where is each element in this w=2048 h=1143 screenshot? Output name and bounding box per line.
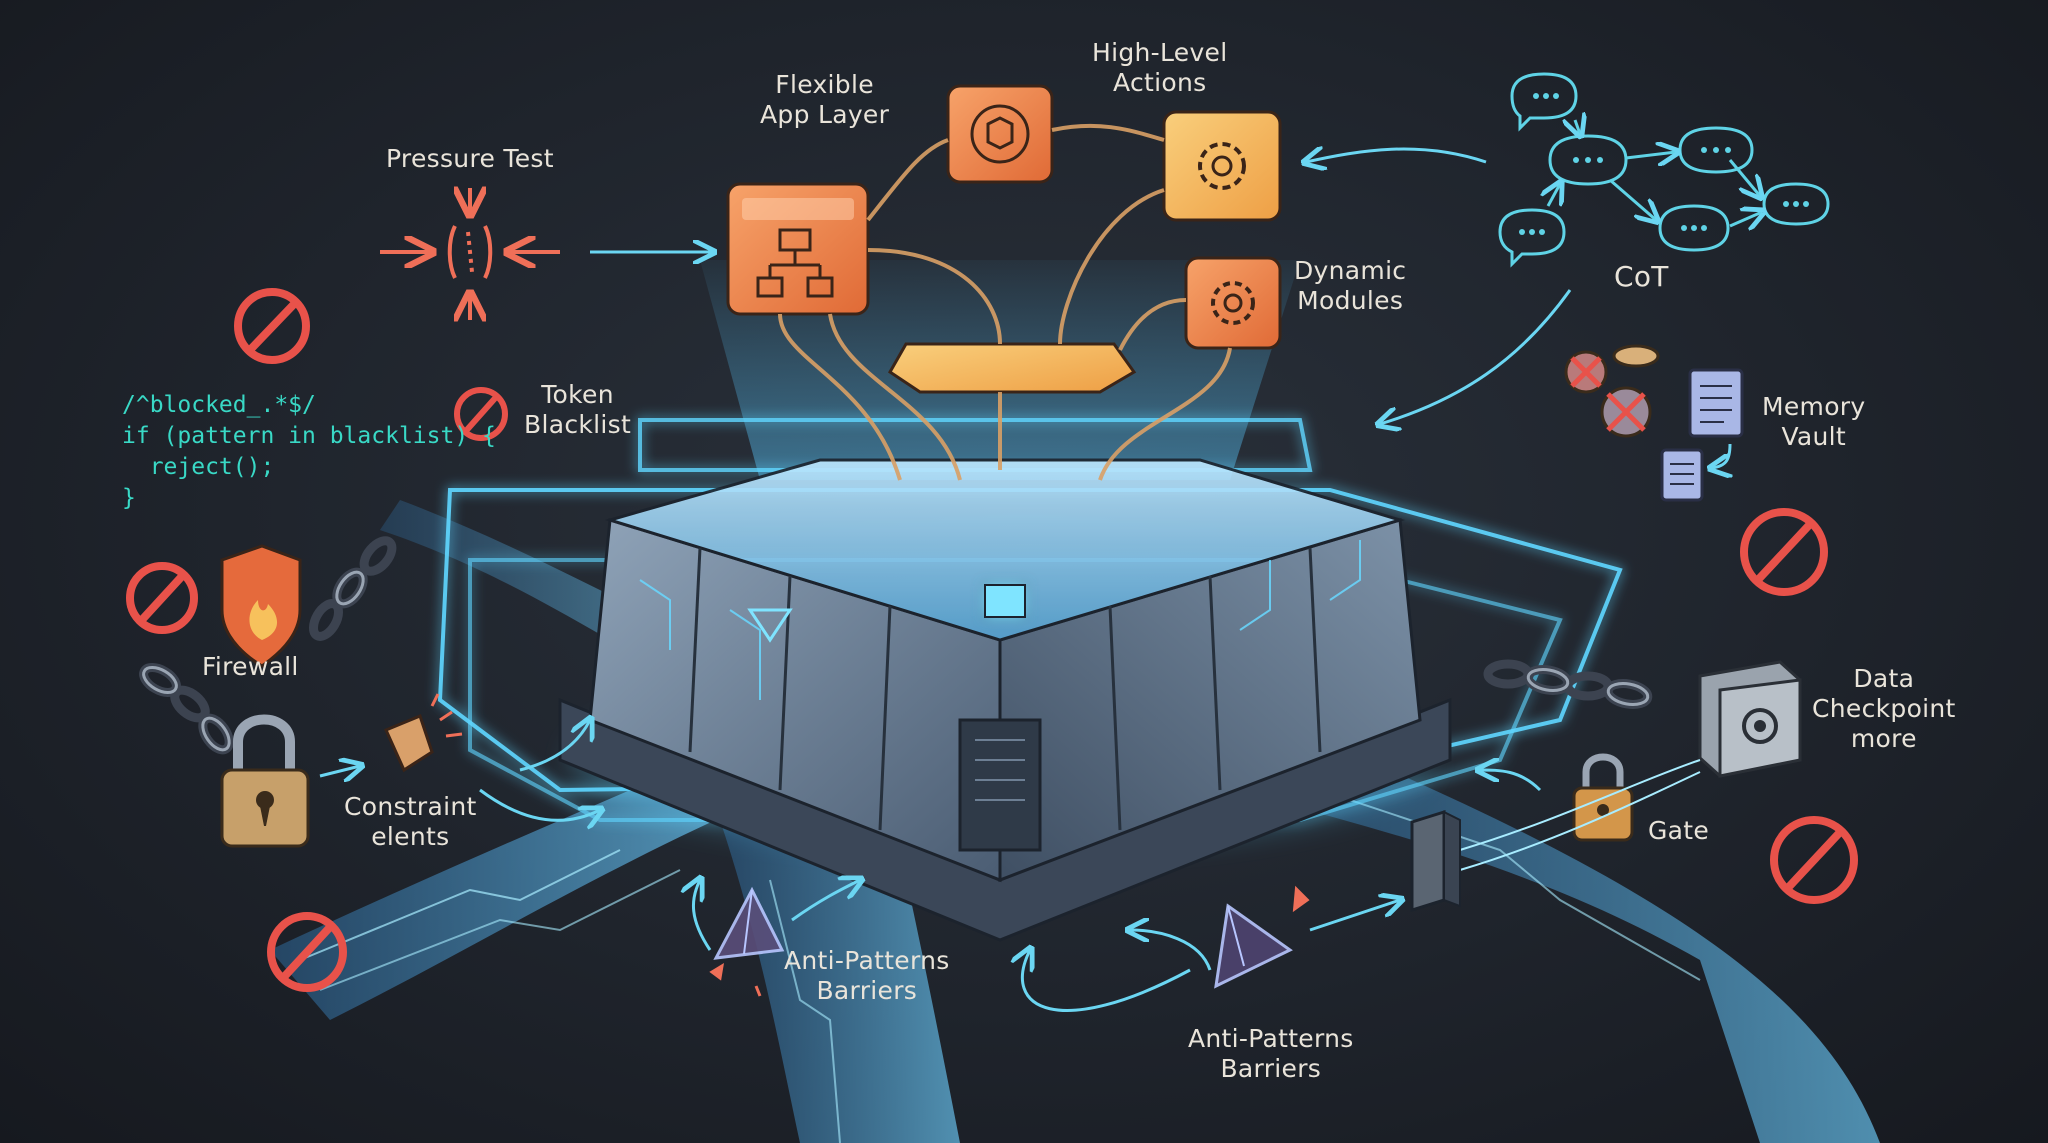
label-line: Constraint — [344, 792, 477, 821]
crystal-shard-icon — [1214, 885, 1310, 989]
padlock-icon — [220, 714, 310, 848]
label-line: High-Level — [1092, 38, 1228, 67]
prohibition-icon — [454, 387, 508, 441]
code-line: if (pattern in blacklist) { — [122, 423, 496, 449]
label-dynamic-modules: Dynamic Modules — [1294, 256, 1406, 316]
cot-graph — [1498, 72, 1830, 268]
prohibition-icon — [234, 288, 310, 364]
code-snippet: /^blocked_.*$/if (pattern in blacklist) … — [122, 390, 496, 514]
vault-core — [558, 458, 1452, 942]
prohibition-icons — [126, 288, 1858, 992]
label-line: Modules — [1297, 286, 1404, 315]
prohibition-icon — [267, 912, 347, 992]
document-icon — [1660, 448, 1704, 502]
label-anti-patterns-left: Anti-Patterns Barriers — [784, 946, 950, 1006]
label-line: Dynamic — [1294, 256, 1407, 285]
compression-arrows-icon — [380, 188, 560, 320]
label-gate: Gate — [1648, 816, 1710, 845]
module-flexible-box — [946, 84, 1054, 184]
label-flexible-app-layer: Flexible App Layer — [760, 70, 889, 130]
label-line: Barriers — [816, 976, 918, 1005]
data-stream-left — [270, 760, 760, 1020]
label-line: Barriers — [1220, 1054, 1322, 1083]
label-firewall: Firewall — [202, 652, 299, 681]
prohibition-icon — [1770, 816, 1858, 904]
label-line: elents — [371, 822, 450, 851]
padlock-icon — [1572, 753, 1634, 842]
label-line: App Layer — [760, 100, 890, 129]
module-dynamic-box — [1184, 256, 1282, 350]
label-line: more — [1850, 724, 1917, 753]
hub-box — [888, 342, 1137, 394]
document-icon — [1688, 368, 1744, 438]
label-line: Token — [541, 380, 614, 409]
label-line: Checkpoint — [1812, 694, 1956, 723]
prohibition-icon — [126, 562, 198, 634]
label-line: Data — [1853, 664, 1915, 693]
prohibition-icon — [1740, 508, 1828, 596]
label-line: Vault — [1781, 422, 1847, 451]
safe-icon — [1698, 660, 1802, 778]
label-memory-vault: Memory Vault — [1762, 392, 1865, 452]
flow-arrows — [319, 149, 1572, 1012]
shield-flame-icon — [220, 544, 302, 668]
code-line: } — [122, 485, 136, 511]
label-token-blacklist: Token Blacklist — [524, 380, 631, 440]
module-app-layer-box — [726, 182, 870, 316]
module-cables — [778, 123, 1232, 481]
gate-frame — [1410, 809, 1461, 913]
label-line: Actions — [1113, 68, 1207, 97]
label-line: Flexible — [775, 70, 874, 99]
token-coin-icons — [1564, 344, 1660, 438]
label-high-level-actions: High-Level Actions — [1092, 38, 1227, 98]
data-stream-bottom — [720, 820, 960, 1143]
label-line: Blacklist — [524, 410, 632, 439]
code-line: /^blocked_.*$/ — [122, 392, 316, 418]
code-line: reject(); — [122, 454, 275, 480]
label-data-checkpoint: Data Checkpoint more — [1812, 664, 1956, 754]
label-line: Anti-Patterns — [1188, 1024, 1354, 1053]
label-constraint-elements: Constraint elents — [344, 792, 477, 852]
label-pressure-test: Pressure Test — [386, 144, 554, 173]
module-high-level-box — [1162, 110, 1282, 222]
label-anti-patterns-right: Anti-Patterns Barriers — [1188, 1024, 1354, 1084]
crystal-shard-icon — [709, 886, 785, 997]
label-cot: CoT — [1614, 260, 1669, 293]
label-line: Anti-Patterns — [784, 946, 950, 975]
crystal-shard-icon — [383, 693, 463, 773]
label-line: Memory — [1762, 392, 1866, 421]
data-stream-top-left — [380, 500, 640, 640]
